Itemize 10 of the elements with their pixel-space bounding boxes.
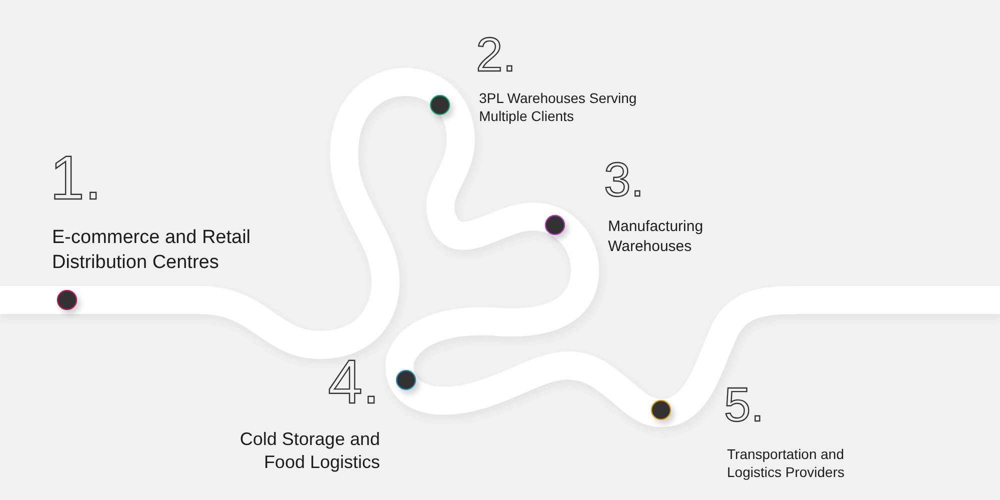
step-number: 1.: [50, 148, 102, 210]
step-title: Manufacturing Warehouses: [608, 217, 704, 256]
step-number: 5.: [724, 382, 764, 430]
step-number: 3.: [604, 157, 644, 205]
step-title: Transportation and Logistics Providers: [727, 445, 846, 482]
step-title: E-commerce and Retail Distribution Centres: [52, 226, 252, 275]
step-title: Cold Storage and Food Logistics: [238, 428, 380, 474]
step-number: 4.: [328, 352, 380, 414]
step-number: 2.: [476, 32, 516, 80]
step-title: 3PL Warehouses Serving Multiple Clients: [479, 89, 638, 126]
